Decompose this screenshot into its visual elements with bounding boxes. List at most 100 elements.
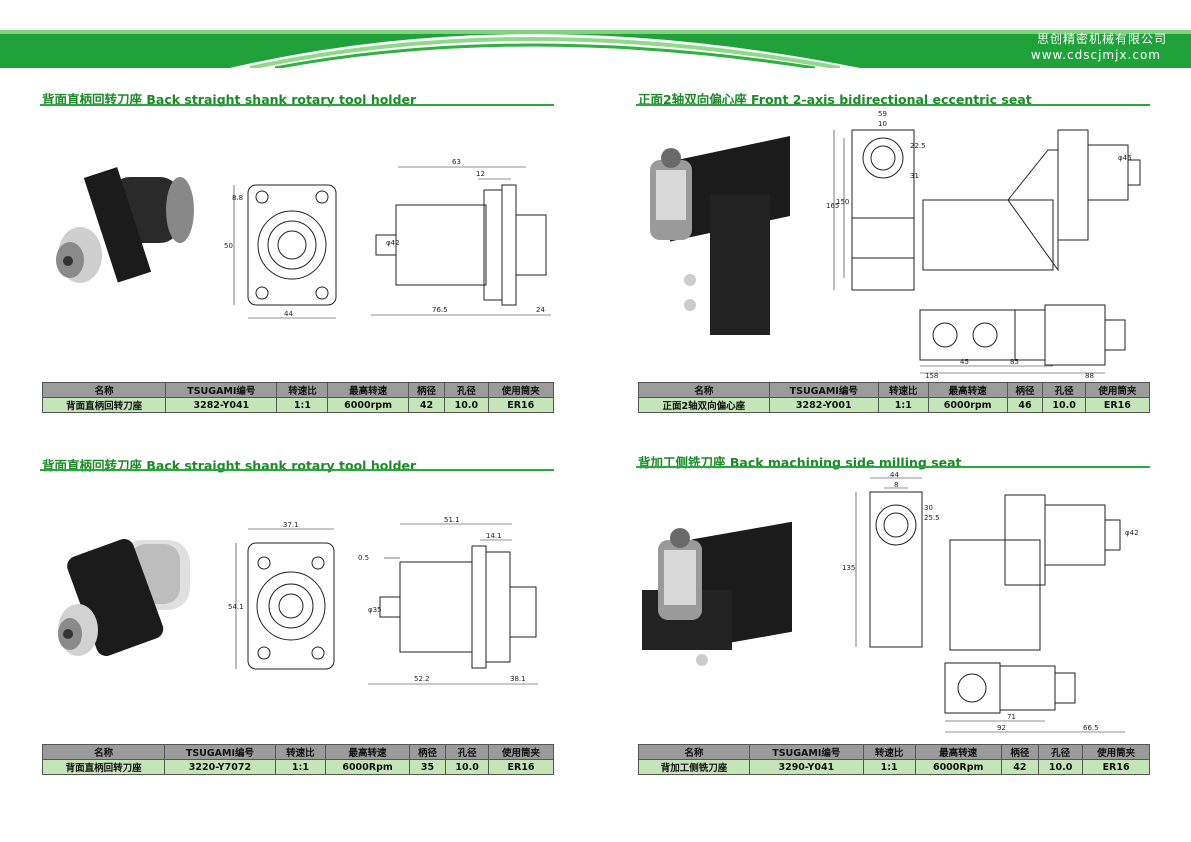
table-header-ratio: 转速比 — [274, 744, 327, 760]
table-header-ratio: 转速比 — [276, 382, 329, 398]
table-header-shank: 柄径 — [1000, 744, 1040, 760]
section-4-dim-8: 92 — [997, 724, 1006, 732]
section-2-title: 正面2轴双向偏心座 Front 2-axis bidirectional ecc… — [638, 92, 1032, 107]
table-row: 正面2轴双向偏心座 3282-Y001 1:1 6000rpm 46 10.0 … — [638, 397, 1151, 413]
section-4-product-image — [642, 521, 792, 666]
table-cell-name: 背加工侧铣刀座 — [637, 759, 751, 775]
table-header-bore: 孔径 — [444, 382, 489, 398]
section-4-side-view-drawing: φ42 — [949, 494, 1139, 651]
section-4-top-view-drawing: 71 92 66.5 — [944, 662, 1125, 733]
section-3-front-view-drawing: 37.1 54.1 — [228, 521, 335, 670]
table-header-ratio: 转速比 — [862, 744, 916, 760]
section-4-dim-6: φ42 — [1125, 529, 1139, 537]
table-header-collet: 使用筒夹 — [487, 382, 555, 398]
table-header-collet: 使用筒夹 — [1082, 744, 1150, 760]
section-2-dim-1: 59 — [878, 110, 887, 118]
company-name: 思创精密机械有限公司 — [1036, 32, 1167, 46]
table-cell-ratio: 1:1 — [274, 759, 327, 775]
table-cell-bore: 10.0 — [445, 759, 490, 775]
table-header-ratio: 转速比 — [877, 382, 929, 398]
section-2-iso-view-drawing: φ46 — [922, 129, 1141, 272]
section-4-title: 背加工侧铣刀座 Back machining side milling seat — [638, 455, 962, 470]
section-1-dim-8: 24 — [536, 306, 545, 314]
table-row: 背加工侧铣刀座 3290-Y041 1:1 6000Rpm 42 10.0 ER… — [637, 759, 1150, 775]
table-cell-number: 3220-Y7072 — [164, 759, 276, 775]
section-2-dim-7: φ46 — [1118, 154, 1132, 162]
section-4-underline — [636, 466, 1150, 468]
section-2-dim-5: 165 — [826, 202, 839, 210]
table-cell-name: 背面直柄回转刀座 — [41, 397, 167, 413]
table-header-number: TSUGAMI编号 — [164, 744, 276, 760]
table-row: 背面直柄回转刀座 3282-Y041 1:1 6000rpm 42 10.0 E… — [41, 397, 555, 413]
section-1-dim-1: 8.8 — [232, 194, 243, 202]
table-row: 背面直柄回转刀座 3220-Y7072 1:1 6000Rpm 35 10.0 … — [41, 759, 554, 775]
section-1-title: 背面直柄回转刀座 Back straight shank rotary tool… — [42, 92, 417, 107]
section-3-title: 背面直柄回转刀座 Back straight shank rotary tool… — [42, 458, 417, 473]
table-cell-shank: 42 — [1000, 759, 1040, 775]
table-cell-max-speed: 6000rpm — [327, 397, 409, 413]
table-cell-shank: 35 — [408, 759, 447, 775]
table-header-number: TSUGAMI编号 — [768, 382, 879, 398]
section-1-product-image — [56, 167, 194, 283]
section-1-underline — [40, 104, 554, 106]
section-4-spec-table: 名称 TSUGAMI编号 转速比 最高转速 柄径 孔径 使用筒夹 背加工侧铣刀座… — [637, 744, 1150, 775]
table-header-max-speed: 最高转速 — [927, 382, 1008, 398]
table-header-max-speed: 最高转速 — [325, 744, 410, 760]
section-2-dim-4: 31 — [910, 172, 919, 180]
table-header-max-speed: 最高转速 — [914, 744, 1002, 760]
table-cell-shank: 42 — [407, 397, 446, 413]
section-4-dim-5: 135 — [842, 564, 855, 572]
section-4-dim-1: 44 — [890, 471, 899, 479]
section-1-table-header-row: 名称 TSUGAMI编号 转速比 最高转速 柄径 孔径 使用筒夹 — [41, 382, 555, 398]
section-1-dim-7: 76.5 — [432, 306, 448, 314]
table-cell-max-speed: 6000rpm — [927, 397, 1008, 413]
section-3-dim-4: 14.1 — [486, 532, 502, 540]
section-4-dim-7: 71 — [1007, 713, 1016, 721]
table-cell-shank: 46 — [1006, 397, 1044, 413]
section-1-spec-table: 名称 TSUGAMI编号 转速比 最高转速 柄径 孔径 使用筒夹 背面直柄回转刀… — [41, 382, 555, 413]
section-2-dim-6: 150 — [836, 198, 849, 206]
section-2-dim-3: 22.5 — [910, 142, 926, 150]
section-3-dim-3: 51.1 — [444, 516, 460, 524]
table-header-name: 名称 — [41, 382, 167, 398]
section-4-dim-9: 66.5 — [1083, 724, 1099, 732]
table-header-name: 名称 — [41, 744, 166, 760]
table-header-number: TSUGAMI编号 — [749, 744, 864, 760]
section-1-side-view-drawing: 63 12 φ42 76.5 24 — [371, 158, 551, 316]
section-3-dim-2: 54.1 — [228, 603, 244, 611]
section-3-dim-6: φ35 — [368, 606, 382, 614]
table-cell-bore: 10.0 — [444, 397, 489, 413]
section-2-dim-2: 10 — [878, 120, 887, 128]
section-1-dim-3: 44 — [284, 310, 293, 318]
section-3-underline — [40, 469, 554, 471]
table-header-collet: 使用筒夹 — [1084, 382, 1151, 398]
table-header-bore: 孔径 — [1042, 382, 1086, 398]
header-banner — [0, 30, 1191, 70]
table-cell-max-speed: 6000Rpm — [914, 759, 1002, 775]
section-2-dim-8: 158 — [925, 372, 938, 380]
section-3-spec-table: 名称 TSUGAMI编号 转速比 最高转速 柄径 孔径 使用筒夹 背面直柄回转刀… — [41, 744, 554, 775]
table-cell-ratio: 1:1 — [862, 759, 916, 775]
table-header-number: TSUGAMI编号 — [165, 382, 278, 398]
table-header-shank: 柄径 — [1006, 382, 1044, 398]
table-header-shank: 柄径 — [408, 744, 447, 760]
table-cell-name: 背面直柄回转刀座 — [41, 759, 166, 775]
section-3-side-view-drawing: 51.1 14.1 0.5 φ35 52.2 38.1 — [358, 516, 538, 685]
section-1-front-view-drawing: 8.8 50 44 — [224, 184, 337, 319]
table-cell-collet: ER16 — [488, 759, 554, 775]
section-1-dim-6: φ42 — [386, 239, 400, 247]
table-header-bore: 孔径 — [445, 744, 490, 760]
section-3-dim-1: 37.1 — [283, 521, 299, 529]
table-header-name: 名称 — [638, 382, 770, 398]
section-3-dim-7: 52.2 — [414, 675, 430, 683]
table-cell-name: 正面2轴双向偏心座 — [638, 397, 770, 413]
section-2-front-view-drawing: 59 10 22.5 31 165 150 — [826, 110, 926, 291]
section-4-dim-4: 30 — [924, 504, 933, 512]
company-website: www.cdscjmjx.com — [1030, 48, 1161, 62]
section-1-dim-5: 12 — [476, 170, 485, 178]
table-header-collet: 使用筒夹 — [488, 744, 554, 760]
section-2-dim-9: 45 — [960, 358, 969, 366]
section-4-front-view-drawing: 44 8 25.5 30 135 — [842, 471, 940, 648]
section-3-table-header-row: 名称 TSUGAMI编号 转速比 最高转速 柄径 孔径 使用筒夹 — [41, 744, 554, 760]
table-cell-ratio: 1:1 — [276, 397, 329, 413]
